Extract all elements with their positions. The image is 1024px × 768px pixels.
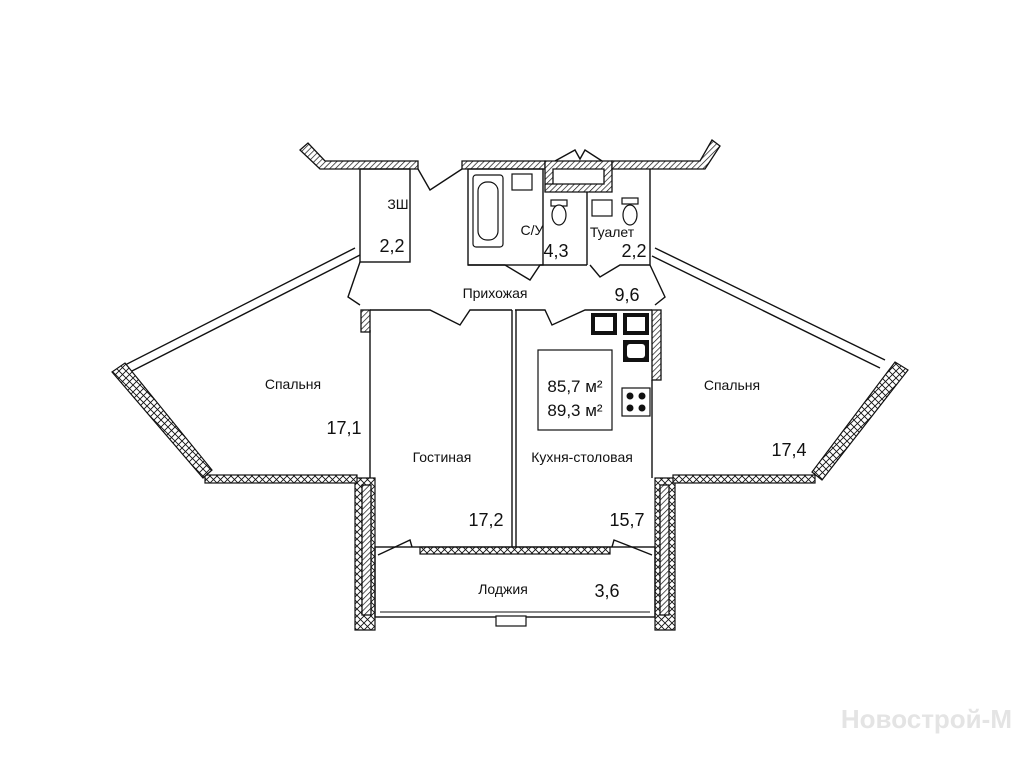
room-area-living-room: 17,2 xyxy=(468,510,503,530)
room-area-hallway: 9,6 xyxy=(614,285,639,305)
room-area-closet: 2,2 xyxy=(379,236,404,256)
sink-icon xyxy=(591,199,613,217)
room-area-bathroom: 4,3 xyxy=(543,241,568,261)
total-area: 85,7 м² xyxy=(547,377,602,396)
sink-icon xyxy=(511,173,533,191)
toilet-icon xyxy=(551,204,567,226)
room-area-kitchen: 15,7 xyxy=(609,510,644,530)
toilet-icon xyxy=(622,204,638,226)
room-name-closet: ЗШ xyxy=(387,196,408,212)
exterior-walls xyxy=(204,139,816,631)
fixtures xyxy=(472,173,651,417)
room-name-kitchen: Кухня-столовая xyxy=(531,449,633,465)
interior-walls xyxy=(111,168,909,627)
room-area-bedroom-right: 17,4 xyxy=(771,440,806,460)
room-name-bathroom: С/У xyxy=(521,222,544,238)
room-name-hallway: Прихожая xyxy=(463,285,528,301)
room-area-bedroom-left: 17,1 xyxy=(326,418,361,438)
room-area-loggia: 3,6 xyxy=(594,581,619,601)
room-name-living-room: Гостиная xyxy=(413,449,472,465)
room-name-bedroom-right: Спальня xyxy=(704,377,760,393)
room-name-toilet: Туалет xyxy=(590,224,635,240)
area-summary-box xyxy=(537,349,613,431)
room-name-loggia: Лоджия xyxy=(478,581,528,597)
total-area-with-loggia: 89,3 м² xyxy=(547,401,602,420)
room-area-toilet: 2,2 xyxy=(621,241,646,261)
stove-icon xyxy=(621,387,651,417)
watermark: Новострой-М xyxy=(841,704,1012,734)
room-name-bedroom-left: Спальня xyxy=(265,376,321,392)
